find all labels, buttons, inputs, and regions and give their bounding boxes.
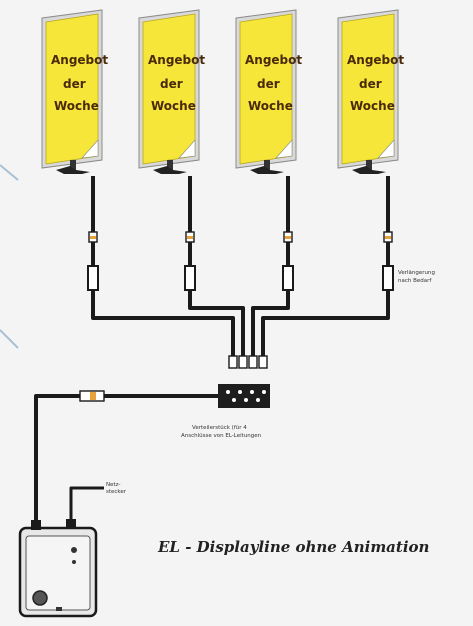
sign-1: Angebot der Woche [41,9,108,174]
inverter-box [18,519,98,618]
cable-2 [188,176,245,368]
diagram-title: EL - Displayline ohne Animation [157,538,429,556]
label-plug-line1: Netz- [106,482,121,488]
sign-2-line2: der [160,77,183,91]
cable-1 [91,176,235,368]
accent-line-bottom [0,329,19,349]
sign-3: Angebot der Woche [235,9,302,174]
sign-2: Angebot der Woche [138,9,205,174]
sign-3-line1: Angebot [245,53,302,67]
power-cable [69,486,104,525]
accent-line-top [0,164,19,181]
cable-4 [261,176,390,368]
label-distributor-line1: Verteilerstück (für 4 [192,425,247,431]
sign-2-line3: Woche [151,99,196,113]
cable-main-left [34,394,80,530]
sign-1-line3: Woche [54,99,99,113]
sign-3-line3: Woche [248,99,293,113]
cable-connectors [79,231,394,402]
el-cables [34,176,390,530]
sign-4-line3: Woche [350,99,395,113]
distributor-block [218,384,270,408]
label-extension-line1: Verlängerung [398,270,435,276]
sign-4-line1: Angebot [347,53,404,67]
label-distributor-line2: Anschlüsse von EL-Leitungen [181,433,262,439]
label-extension-line2: nach Bedarf [398,278,432,284]
sign-4-line2: der [359,77,382,91]
sign-4: Angebot der Woche [337,9,404,174]
sign-1-line2: der [63,77,86,91]
sign-1-line1: Angebot [51,53,108,67]
label-plug-line2: stecker [106,489,127,495]
sign-3-line2: der [257,77,280,91]
sign-2-line1: Angebot [148,53,205,67]
